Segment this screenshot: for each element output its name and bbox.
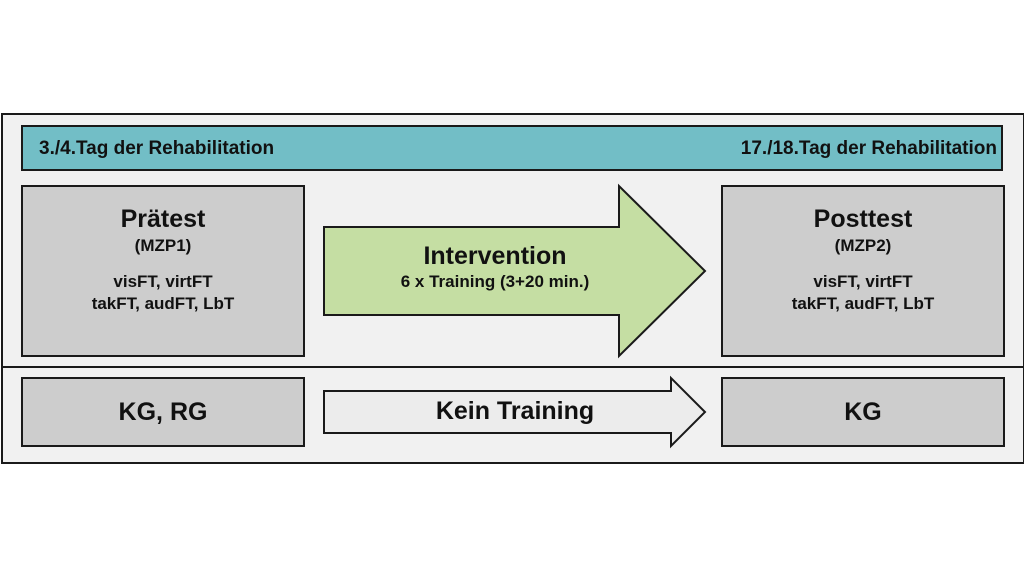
pretest-box: Prätest (MZP1) visFT, virtFT takFT, audF… [21,185,305,357]
pretest-tests-line1: visFT, virtFT [113,272,213,291]
posttest-box: Posttest (MZP2) visFT, virtFT takFT, aud… [721,185,1005,357]
posttest-title: Posttest [813,205,913,233]
intervention-arrow [323,183,707,359]
posttest-tests-line1: visFT, virtFT [813,272,913,291]
timeline-start-label: 3./4.Tag der Rehabilitation [39,138,275,159]
intervention-subtitle: 6 x Training (3+20 min.) [400,272,590,291]
no-training-arrow [323,375,707,449]
no-training-label: Kein Training [435,397,595,425]
pretest-subtitle: (MZP1) [134,236,192,255]
control-post-box: KG [721,377,1005,447]
posttest-tests-line2: takFT, audFT, LbT [791,294,935,313]
pretest-tests-line2: takFT, audFT, LbT [91,294,235,313]
group-divider [3,366,1023,368]
intervention-title: Intervention [423,242,567,270]
study-design-panel: 3./4.Tag der Rehabilitation 17./18.Tag d… [1,113,1024,464]
control-pre-label: KG, RG [118,398,208,426]
timeline-bar: 3./4.Tag der Rehabilitation 17./18.Tag d… [21,125,1003,171]
timeline-end-label: 17./18.Tag der Rehabilitation [740,138,997,159]
posttest-subtitle: (MZP2) [834,236,892,255]
control-pre-box: KG, RG [21,377,305,447]
pretest-title: Prätest [120,205,206,233]
control-post-label: KG [844,398,882,426]
